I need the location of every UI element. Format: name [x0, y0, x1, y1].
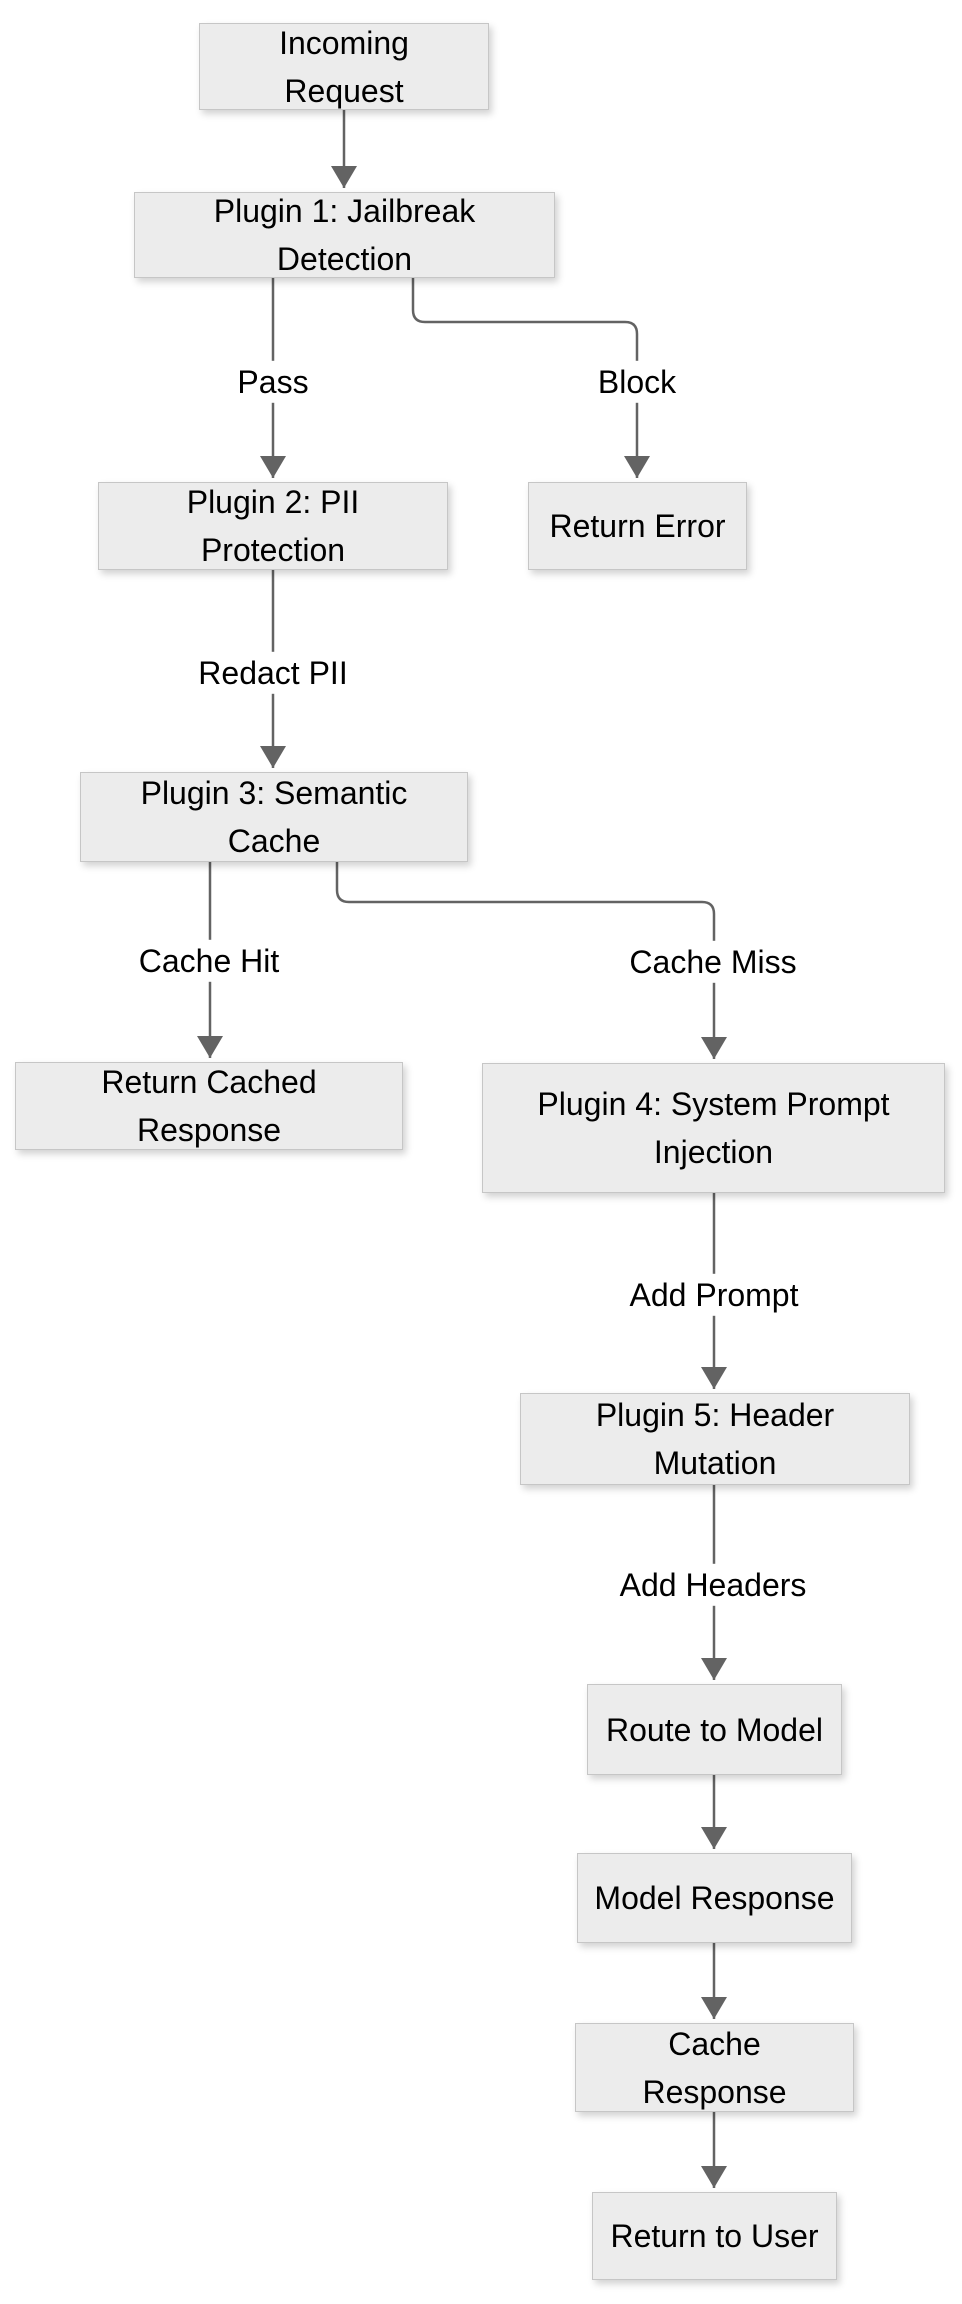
node-model-response: Model Response	[577, 1853, 852, 1943]
edge-plugin3-to-plugin4-miss	[335, 862, 727, 1059]
edge-label-cache-miss: Cache Miss	[621, 940, 805, 984]
edge-plugin1-to-return-error-block	[411, 278, 650, 478]
node-plugin1-jailbreak-detection: Plugin 1: Jailbreak Detection	[134, 192, 555, 278]
node-plugin5-header-mutation: Plugin 5: Header Mutation	[520, 1393, 910, 1485]
node-return-error: Return Error	[528, 482, 747, 570]
node-cache-response: Cache Response	[575, 2023, 854, 2112]
node-route-to-model: Route to Model	[587, 1684, 842, 1775]
node-plugin2-pii-protection: Plugin 2: PII Protection	[98, 482, 448, 570]
node-return-cached-response: Return Cached Response	[15, 1062, 403, 1150]
edge-label-block: Block	[589, 360, 685, 404]
edge-label-redact-pii: Redact PII	[190, 651, 356, 695]
node-plugin3-semantic-cache: Plugin 3: Semantic Cache	[80, 772, 468, 862]
node-return-to-user: Return to User	[592, 2192, 837, 2280]
node-plugin4-system-prompt-injection: Plugin 4: System Prompt Injection	[482, 1063, 945, 1193]
edge-label-add-prompt: Add Prompt	[621, 1273, 807, 1317]
edge-label-add-headers: Add Headers	[611, 1563, 815, 1607]
edge-label-cache-hit: Cache Hit	[130, 939, 288, 983]
node-incoming-request: Incoming Request	[199, 23, 489, 110]
edge-label-pass: Pass	[229, 360, 317, 404]
